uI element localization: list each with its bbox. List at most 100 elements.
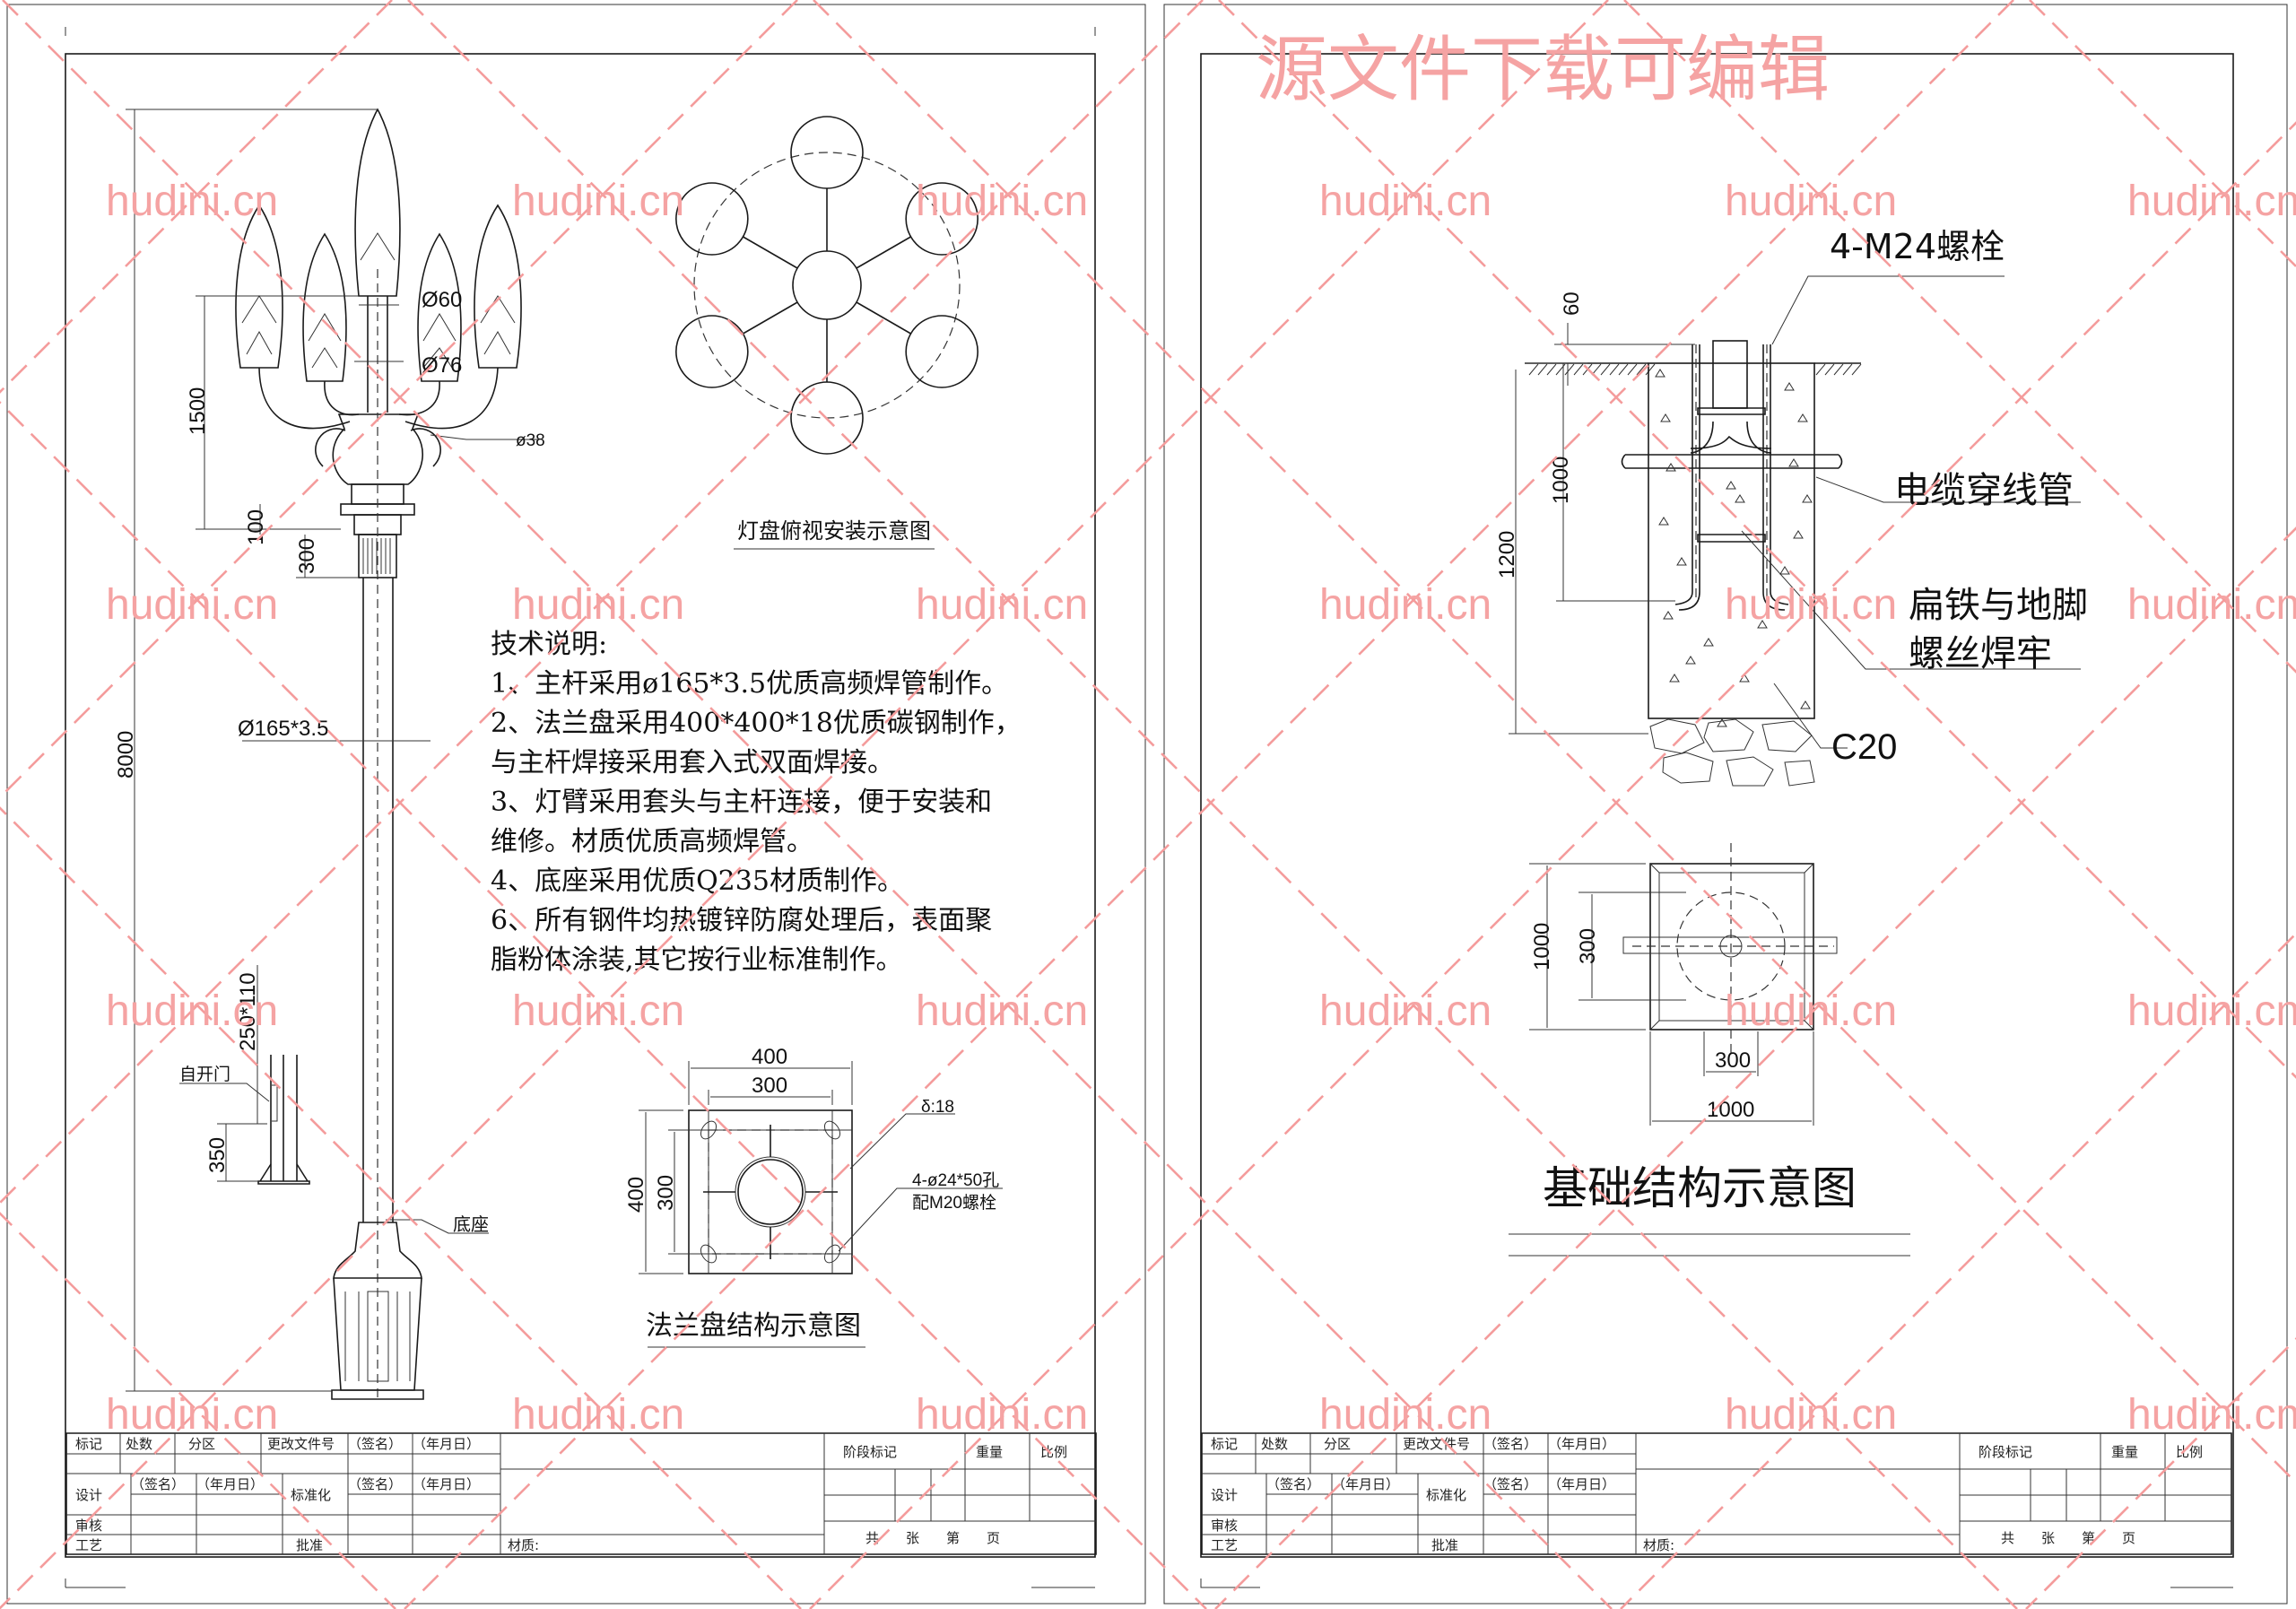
tb-date: （年月日） — [1332, 1476, 1399, 1492]
dim-door-size: 250*110 — [236, 972, 260, 1051]
watermark-texts: hudini.cn hudini.cn hudini.cn hudini.cn hudi… — [106, 178, 2296, 1439]
concrete-aggregate-mark — [1784, 382, 1795, 391]
tb-date: （年月日） — [1548, 1476, 1615, 1492]
tb-review: 审核 — [1211, 1518, 1238, 1534]
watermark-site-text: hudini.cn — [1319, 987, 1492, 1035]
lamp-hub — [332, 413, 423, 578]
flange-plate-drawing: 400 300 400 300 δ:18 4-ø24*50孔 配M20螺栓 法兰… — [624, 1045, 1003, 1348]
dim-1500: 1500 — [186, 387, 210, 435]
tb-weight: 重量 — [976, 1444, 1003, 1460]
watermark-site-text: hudini.cn — [106, 581, 278, 629]
dim-350: 350 — [205, 1137, 230, 1173]
watermark-site-text: hudini.cn — [512, 581, 684, 629]
tech-note-line: 4、底座采用优质Q235材质制作。 — [491, 865, 904, 897]
watermark-site-text: hudini.cn — [1319, 178, 1492, 225]
watermark-site-text: hudini.cn — [916, 987, 1088, 1035]
watermark-site-text: hudini.cn — [2127, 987, 2296, 1035]
lamp-arm-line — [856, 301, 911, 335]
title-block-left: 标记处数分区更改文件号（签名）（年月日）设计（签名）（年月日）标准化（签名）（年… — [65, 1432, 1097, 1555]
tb-design: 设计 — [1211, 1487, 1238, 1503]
tech-note-line: 2、法兰盘采用400*400*18优质碳钢制作， — [491, 708, 1022, 739]
watermark-dashed-line — [0, 401, 1207, 1609]
watermark-site-text: hudini.cn — [1725, 987, 1897, 1035]
foundation-title: 基础结构示意图 — [1543, 1162, 1857, 1214]
title-block-line — [824, 1433, 1096, 1522]
dim-300: 300 — [295, 538, 319, 574]
dim-d60: Ø60 — [422, 288, 462, 312]
watermark-dashed-line — [2, 0, 1613, 1609]
concrete-aggregate-mark — [1800, 700, 1811, 709]
flange-width-outer: 400 — [752, 1045, 787, 1069]
lamp-top-view: 灯盘俯视安装示意图 — [675, 116, 978, 550]
tb-mark: 标记 — [75, 1436, 102, 1452]
concrete-aggregate-mark — [1797, 413, 1808, 422]
concrete-aggregate-mark — [1669, 674, 1680, 683]
tb-change-doc: 更改文件号 — [267, 1436, 335, 1452]
lamp-globe-circle — [790, 116, 864, 189]
foundation-section: 4-M24螺栓 60 1000 1200 电缆穿线管 扁铁与地脚 螺丝焊牢 C2… — [1495, 227, 2088, 787]
tb-stage-mark: 阶段标记 — [1979, 1444, 2032, 1460]
tb-zone: 分区 — [1324, 1436, 1351, 1452]
tb-sign: （签名） — [348, 1436, 402, 1452]
tb-process: 工艺 — [75, 1537, 102, 1553]
plan-height-outer: 1000 — [1530, 923, 1554, 970]
tech-note-line: 与主杆焊接采用套入式双面焊接。 — [491, 747, 894, 778]
tb-zone: 分区 — [188, 1436, 215, 1452]
tb-date: （年月日） — [196, 1476, 264, 1492]
concrete-aggregate-mark — [1655, 369, 1665, 378]
concrete-aggregate-mark — [1802, 494, 1813, 503]
concrete-aggregate-mark — [1726, 481, 1736, 490]
watermark-dashed-line — [813, 0, 2296, 1484]
technical-notes: 技术说明: 1、主杆采用ø165*3.5优质高频焊管制作。 2、法兰盘采用400… — [491, 629, 1022, 976]
tb-mark: 标记 — [1211, 1436, 1238, 1452]
tech-note-line: 维修。材质优质高频焊管。 — [491, 826, 813, 857]
concrete-aggregate-mark — [1735, 494, 1745, 503]
concrete-aggregate-mark — [1779, 566, 1790, 575]
lamp-base — [331, 1222, 424, 1400]
tb-standardization: 标准化 — [291, 1487, 331, 1503]
dim-d76: Ø76 — [422, 353, 462, 378]
watermark-site-text: hudini.cn — [106, 987, 278, 1035]
tb-sign: （签名） — [1266, 1476, 1320, 1492]
weld-label-line2: 螺丝焊牢 — [1909, 633, 2052, 674]
watermark-dashed-line — [0, 0, 1204, 1205]
top-view-title: 灯盘俯视安装示意图 — [737, 518, 931, 544]
tb-count: 处数 — [126, 1436, 152, 1452]
tb-sheet-count: 共 张 第 页 — [2001, 1530, 2135, 1546]
lamp-dimension-texts: Ø60 Ø76 ø38 1500 100 300 8000 Ø165*3.5 2… — [114, 288, 545, 1235]
tb-count: 处数 — [1261, 1436, 1288, 1452]
door-detail — [179, 965, 310, 1185]
tech-note-line: 6、所有钢件均热镀锌防腐处理后，表面聚 — [491, 905, 992, 936]
tb-process: 工艺 — [1211, 1537, 1238, 1553]
lamp-globe-circle — [675, 182, 749, 256]
tech-note-line: 3、灯臂采用套头与主杆连接，便于安装和 — [491, 787, 992, 818]
watermark-dashed-line — [0, 0, 1609, 1609]
lamp-globe-circle — [675, 315, 749, 388]
concrete-aggregate-mark — [1660, 413, 1671, 422]
title-block-line — [1202, 1433, 1961, 1554]
title-block-right: 标记处数分区更改文件号（签名）（年月日）设计（签名）（年月日）标准化（签名）（年… — [1201, 1432, 2232, 1555]
watermark-dashed-line — [809, 121, 2296, 1609]
watermark-dashed-line — [407, 0, 2018, 1609]
tb-change-doc: 更改文件号 — [1403, 1436, 1470, 1452]
dim-60: 60 — [1560, 291, 1584, 316]
tb-stage-mark: 阶段标记 — [843, 1444, 897, 1460]
watermark-site-text: hudini.cn — [106, 178, 278, 225]
tb-scale: 比例 — [2176, 1444, 2203, 1460]
tb-date: （年月日） — [413, 1436, 480, 1452]
watermark-site-text: hudini.cn — [512, 1391, 684, 1439]
watermark-site-text: hudini.cn — [916, 581, 1088, 629]
watermark-dashed-line — [0, 1212, 396, 1609]
left-sheet-frame — [6, 4, 1146, 1605]
lamp-arm-line — [743, 301, 798, 335]
lamp-arm-line — [856, 236, 911, 269]
dim-100: 100 — [244, 509, 268, 545]
concrete-aggregate-mark — [1676, 557, 1687, 566]
watermark-site-text: hudini.cn — [1725, 581, 1897, 629]
tb-sign: （签名） — [131, 1476, 185, 1492]
watermark-dashed-line — [2025, 1337, 2296, 1609]
watermark-title: 源文件下载可编辑 — [1256, 28, 1830, 111]
watermark-site-text: hudini.cn — [1319, 581, 1492, 629]
tb-date: （年月日） — [413, 1476, 480, 1492]
